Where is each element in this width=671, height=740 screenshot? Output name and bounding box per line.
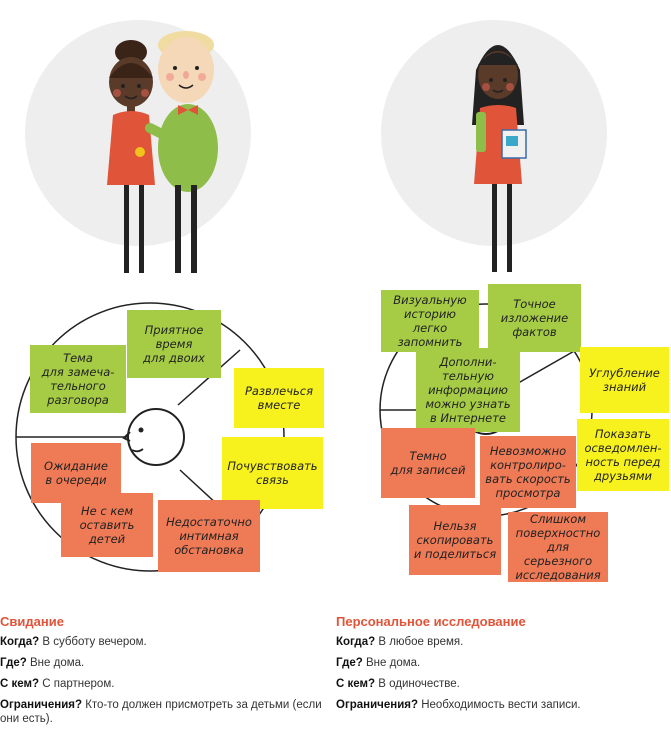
note-feel-connection: Почувствовать связь xyxy=(222,437,323,509)
note-have-fun: Развлечься вместе xyxy=(234,368,324,428)
when-row: Когда? В любое время. xyxy=(336,635,671,649)
with-value: В одиночестве. xyxy=(378,678,460,690)
limits-row: Ограничения? Кто-то должен присмотреть з… xyxy=(0,698,335,726)
when-label: Когда? xyxy=(0,636,40,648)
man-figure xyxy=(145,31,218,273)
research-description: Персональное исследование Когда? В любое… xyxy=(336,614,671,719)
scenario-title: Свидание xyxy=(0,614,64,629)
note-conversation-topic: Тема для замеча- тельного разговора xyxy=(30,345,126,413)
note-cannot-copy: Нельзя скопировать и поделиться xyxy=(409,505,501,575)
where-row: Где? Вне дома. xyxy=(0,656,335,670)
with-label: С кем? xyxy=(336,678,376,690)
date-description: Свидание Когда? В субботу вечером. Где? … xyxy=(0,614,335,733)
scenario-date-panel: Тема для замеча- тельного разговора Прия… xyxy=(0,0,335,740)
with-value: С партнером. xyxy=(42,678,115,690)
date-illustration xyxy=(15,20,285,572)
with-row: С кем? В одиночестве. xyxy=(336,677,671,691)
note-accurate-facts: Точное изложение фактов xyxy=(488,284,581,352)
scenario-title: Персональное исследование xyxy=(336,614,526,629)
where-value: Вне дома. xyxy=(30,657,85,669)
when-value: В любое время. xyxy=(378,636,464,648)
limits-value: Необходимость вести записи. xyxy=(421,699,581,711)
note-not-intimate: Недостаточно интимная обстановка xyxy=(158,500,260,572)
where-label: Где? xyxy=(0,657,27,669)
limits-label: Ограничения? xyxy=(336,699,418,711)
when-row: Когда? В субботу вечером. xyxy=(0,635,335,649)
limits-row: Ограничения? Необходимость вести записи. xyxy=(336,698,671,712)
scenario-research-panel: Визуальную историю легко запомнить Точно… xyxy=(336,0,671,740)
woman-figure xyxy=(107,40,155,273)
note-visual-story: Визуальную историю легко запомнить xyxy=(381,290,479,352)
note-more-info-online: Дополни- тельную информацию можно узнать… xyxy=(416,348,520,432)
note-speed-control: Невозможно контролиро- вать скорость про… xyxy=(480,436,576,508)
where-row: Где? Вне дома. xyxy=(336,656,671,670)
reader-figure xyxy=(472,45,527,272)
with-label: С кем? xyxy=(0,678,40,690)
note-show-knowledge: Показать осведомлен- ность перед друзьям… xyxy=(577,419,669,491)
note-no-babysitter: Не с кем оставить детей xyxy=(61,493,153,557)
when-value: В субботу вечером. xyxy=(42,636,147,648)
where-label: Где? xyxy=(336,657,363,669)
when-label: Когда? xyxy=(336,636,376,648)
where-value: Вне дома. xyxy=(366,657,421,669)
limits-value: Кто-то должен присмотреть за детьми (есл… xyxy=(0,699,322,725)
note-too-shallow: Слишком поверхностно для серьезного иссл… xyxy=(508,512,608,582)
emotion-wheel xyxy=(15,302,285,572)
note-deeper-knowledge: Углубление знаний xyxy=(580,347,669,413)
limits-label: Ограничения? xyxy=(0,699,82,711)
note-pleasant-time: Приятное время для двоих xyxy=(127,310,221,378)
note-too-dark: Темно для записей xyxy=(381,428,475,498)
with-row: С кем? С партнером. xyxy=(0,677,335,691)
